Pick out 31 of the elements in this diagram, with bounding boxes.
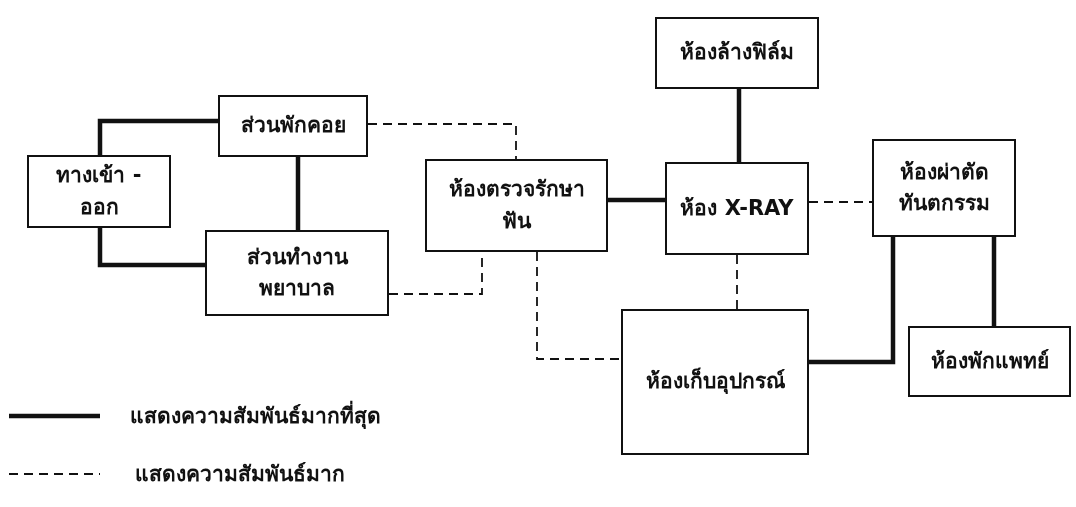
room-label: ห้องตรวจรักษาฟัน: [447, 176, 586, 235]
room-label: ห้องเก็บอุปกรณ์: [645, 366, 785, 396]
room-box: [908, 326, 1071, 397]
connector-line: [97, 228, 205, 268]
room-label: ห้อง X-RAY: [680, 194, 794, 222]
legend-text: แสดงความสัมพันธ์มากที่สุด: [130, 399, 381, 432]
connector-line: [97, 118, 218, 155]
legend-text: แสดงความสัมพันธ์มาก: [135, 461, 345, 488]
room-label: ส่วนพักคอย: [240, 112, 346, 140]
connector-line: [991, 237, 997, 326]
room-label: ทางเข้า - ออก: [55, 162, 143, 221]
dashed-connector: [367, 123, 517, 160]
connector-line: [608, 197, 665, 203]
connector-line: [295, 157, 301, 230]
dashed-connector: [536, 251, 622, 360]
room-label: ห้องล้างฟิล์ม: [680, 39, 794, 67]
room-box: [872, 139, 1016, 237]
room-label: ส่วนทำงานพยาบาล: [245, 243, 349, 302]
room-label: ห้องพักแพทย์: [930, 347, 1049, 375]
dashed-connector: [808, 201, 873, 203]
room-box: [27, 155, 171, 228]
room-box: [205, 230, 389, 316]
room-box: [621, 309, 809, 455]
room-box: [665, 162, 809, 255]
room-box: [218, 95, 368, 157]
room-box: [655, 17, 819, 89]
room-box: [425, 159, 608, 252]
connector-line: [809, 237, 896, 365]
dashed-connector: [736, 254, 738, 310]
room-label: ห้องผ่าตัดทันตกรรม: [897, 158, 991, 217]
connector-line: [736, 89, 742, 162]
